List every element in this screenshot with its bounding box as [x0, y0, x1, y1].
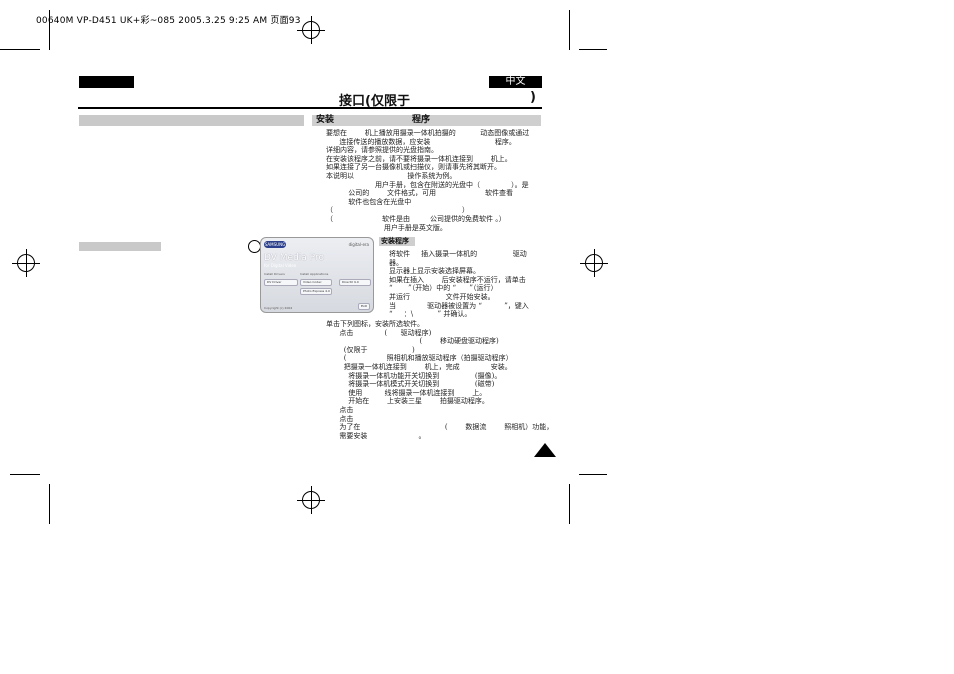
language-badge: 中文 [489, 76, 542, 88]
left-section-band [79, 115, 304, 126]
crop-mark [569, 484, 570, 524]
site-label: digital-era [348, 242, 369, 247]
text-line: 将软件 插入摄录一体机的 驱动 [389, 250, 527, 258]
samsung-logo: SAMSUNG [264, 241, 286, 248]
page-title-left: 接口(仅限于 [339, 94, 410, 109]
text-line: 点击 [326, 405, 354, 414]
registration-mark-icon [12, 249, 40, 277]
crop-mark [49, 484, 50, 524]
text-line: 软件也包含在光盘中 [326, 197, 412, 206]
text-line: 把摄录一体机连接到 机上，完成 安装。 [326, 362, 512, 371]
text-line: 详细内容，请参照提供的光盘指南。 [326, 146, 438, 155]
text-line: 器。 [389, 258, 403, 267]
text-line: 为了在 ( 数据流 照相机）功能， [326, 423, 554, 432]
text-line: ( 照相机和播放驱动程序（拍摄驱动程序） [326, 354, 513, 363]
text-line: 并运行 文件开始安装。 [389, 292, 495, 301]
dv-driver-button[interactable]: DV Driver [264, 279, 298, 286]
text-line: 点击 [326, 414, 354, 423]
text-line: 显示器上显示安装选择屏幕。 [389, 267, 480, 276]
section-heading-right: 程序 [412, 115, 431, 125]
registration-mark-icon [580, 249, 608, 277]
registration-mark-icon [297, 16, 325, 44]
page-title-right: ) [530, 90, 536, 105]
text-line: ( 移动硬盘驱动程序) [326, 337, 499, 346]
text-line: 点击 ( 驱动程序) [326, 328, 432, 337]
text-line: 如果连接了另一台摄像机或扫描仪，则请事先将其断开。 [326, 163, 501, 172]
crop-mark [569, 10, 570, 50]
text-line: 需要安装 。 [326, 431, 426, 440]
crop-mark [49, 10, 50, 50]
text-line: （ ） [326, 206, 470, 215]
install-program-tag: 安装程序 [379, 237, 415, 246]
text-line: 要想在 机上播放用摄录一体机拍摄的 动态图像或通过 [326, 129, 530, 137]
app-subtitle: for Digital Video [264, 263, 297, 268]
copyright-label: Copyright (c) 2004 [264, 306, 293, 310]
video-codec-button[interactable]: Video Codec [300, 279, 332, 286]
page-marker-triangle-icon [534, 443, 556, 457]
installer-screenshot: SAMSUNG digital-era DV Media Pro for Dig… [260, 237, 374, 313]
group-drivers-label: Install Drivers [264, 272, 285, 276]
print-header: 00640M VP-D451 UK+彩~085 2005.3.25 9:25 A… [36, 16, 301, 26]
title-rule [78, 107, 542, 109]
crop-mark [579, 474, 607, 475]
exit-button[interactable]: Exit [358, 303, 370, 310]
section-heading-left: 安装 [316, 115, 335, 125]
directx-button[interactable]: DirectX 9.0 [339, 279, 371, 286]
left-subsection-band [79, 242, 161, 251]
lower-paragraph: 单击下列图标，安装所选软件。 点击 ( 驱动程序) ( 移动硬盘驱动程序) (仅… [326, 320, 553, 440]
text-line: (仅限于 ) [326, 345, 415, 354]
crop-mark [0, 49, 40, 50]
text-line: 在安装该程序之前，请不要将摄录一体机连接到 机上。 [326, 154, 512, 163]
left-header-bar [79, 76, 134, 88]
text-line: 本说明以 操作系统为例。 [326, 171, 457, 180]
text-line: 将摄录一体机模式开关切换到 (磁带) [326, 380, 495, 389]
intro-paragraph: 要想在 机上播放用摄录一体机拍摄的 动态图像或通过 连接传送的播放数据，应安装 … [326, 129, 529, 232]
text-line: “ ”（开始）中的 “ ”（运行） [389, 284, 498, 293]
photo-express-button[interactable]: Photo Express 4.0 [300, 288, 332, 295]
section-heading: 安装 程序 [312, 115, 541, 126]
steps-paragraph: 将软件 插入摄录一体机的 驱动 器。 显示器上显示安装选择屏幕。 如果在插入 后… [389, 250, 529, 319]
app-title: DV Media Pro [264, 253, 324, 263]
text-line: “ ：\ ” 并确认。 [389, 310, 472, 319]
group-apps-label: Install Applications [300, 272, 329, 276]
crop-mark [10, 474, 40, 475]
text-line: 公司的 文件格式，可用 软件查看 [326, 189, 514, 198]
text-line: 用户手册，包含在附送的光盘中（ ）。是 [326, 180, 529, 189]
text-line: 连接传送的播放数据，应安装 程序。 [326, 137, 516, 146]
crop-mark [579, 49, 607, 50]
text-line: （ 软件是由 公司提供的免费软件 。） [326, 214, 506, 223]
registration-mark-icon [297, 486, 325, 514]
text-line: 开始在 上安装三星 拍摄驱动程序。 [326, 397, 489, 406]
text-line: 当 驱动器被设置为 “ ”，键入 [389, 301, 529, 310]
text-line: 使用 线将摄录一体机连接到 上。 [326, 388, 487, 397]
text-line: 如果在插入 后安装程序不运行，请单击 [389, 275, 526, 284]
text-line: 将摄录一体机功能开关切换到 (摄像)。 [326, 371, 502, 380]
text-line: 单击下列图标，安装所选软件。 [326, 320, 424, 328]
text-line: 用户手册是英文版。 [326, 223, 447, 232]
